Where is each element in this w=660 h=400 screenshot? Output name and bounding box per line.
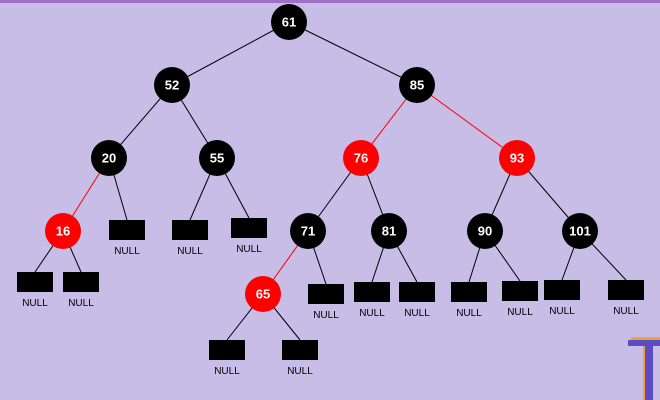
node-label: 90 [478,224,492,239]
tree-node-81: 81 [371,213,407,249]
null-leaves-layer: NULL NULL NULL NULL NULL NULL NULL NULL NULL NULL… [17,218,644,377]
nodes-layer: 61 52 85 20 55 76 93 16 71 81 90 101 65 [45,4,598,312]
null-leaf: NULL [282,340,318,377]
edge-n85-n93 [416,84,518,159]
null-leaf: NULL [502,281,538,318]
tree-node-85: 85 [399,67,435,103]
node-circle [45,213,81,249]
null-leaf-label: NULL [549,306,575,317]
null-leaf-label: NULL [613,306,639,317]
tree-node-101: 101 [562,213,598,249]
null-leaf-box [502,281,538,301]
logo-orange-stem [643,346,645,400]
null-leaf-box [172,220,208,240]
logo-blue-stem [645,340,653,400]
logo-orange-shadow [631,337,660,342]
null-leaf-box [308,284,344,304]
node-label: 85 [410,78,424,93]
node-circle [271,4,307,40]
node-circle [290,213,326,249]
null-leaf-label: NULL [177,246,203,257]
null-leaf-label: NULL [68,298,94,309]
node-label: 76 [354,151,368,166]
tree-node-61: 61 [271,4,307,40]
null-leaf: NULL [451,282,487,319]
node-circle [499,140,535,176]
tree-node-55: 55 [199,140,235,176]
node-label: 65 [256,287,270,302]
null-leaf-box [544,280,580,300]
null-leaf: NULL [17,272,53,309]
corner-logo-icon [628,337,660,400]
node-circle [343,140,379,176]
null-leaf: NULL [209,340,245,377]
null-leaf-box [399,282,435,302]
null-leaf-label: NULL [114,246,140,257]
tree-node-20: 20 [91,140,127,176]
null-leaf-label: NULL [22,298,48,309]
logo-blue-bar [628,340,660,346]
null-leaf-box [451,282,487,302]
tree-node-52: 52 [154,67,190,103]
node-circle [371,213,407,249]
null-leaf: NULL [354,282,390,319]
null-leaf-box [608,280,644,300]
null-leaf: NULL [544,280,580,317]
null-leaf: NULL [172,220,208,257]
node-circle [154,67,190,103]
null-leaf: NULL [608,280,644,317]
node-circle [199,140,235,176]
null-leaf-box [17,272,53,292]
node-circle [467,213,503,249]
null-leaf-label: NULL [313,310,339,321]
null-leaf-box [354,282,390,302]
node-label: 81 [382,224,396,239]
node-label: 20 [102,151,116,166]
null-leaf-label: NULL [507,307,533,318]
tree-node-65: 65 [245,276,281,312]
node-circle [562,213,598,249]
tree-node-71: 71 [290,213,326,249]
edge-n61-n85 [288,21,418,86]
null-leaf: NULL [109,220,145,257]
tree-node-90: 90 [467,213,503,249]
node-circle [91,140,127,176]
null-leaf-box [209,340,245,360]
node-label: 52 [165,78,179,93]
node-label: 101 [569,224,591,239]
null-leaf-label: NULL [236,244,262,255]
tree-node-76: 76 [343,140,379,176]
null-leaf-label: NULL [214,366,240,377]
null-leaf: NULL [308,284,344,321]
edge-n61-n52 [171,21,290,86]
null-leaf-box [63,272,99,292]
top-border [0,0,660,3]
node-circle [399,67,435,103]
null-leaf-box [109,220,145,240]
node-label: 55 [210,151,224,166]
node-circle [245,276,281,312]
node-label: 61 [282,15,296,30]
null-leaf-label: NULL [404,308,430,319]
null-leaf-label: NULL [456,308,482,319]
null-leaf-label: NULL [287,366,313,377]
null-leaf-label: NULL [359,308,385,319]
node-label: 71 [301,224,315,239]
node-label: 93 [510,151,524,166]
null-leaf-box [282,340,318,360]
tree-node-93: 93 [499,140,535,176]
null-leaf: NULL [63,272,99,309]
null-leaf: NULL [399,282,435,319]
null-leaf-box [231,218,267,238]
null-leaf: NULL [231,218,267,255]
tree-node-16: 16 [45,213,81,249]
node-label: 16 [56,224,70,239]
